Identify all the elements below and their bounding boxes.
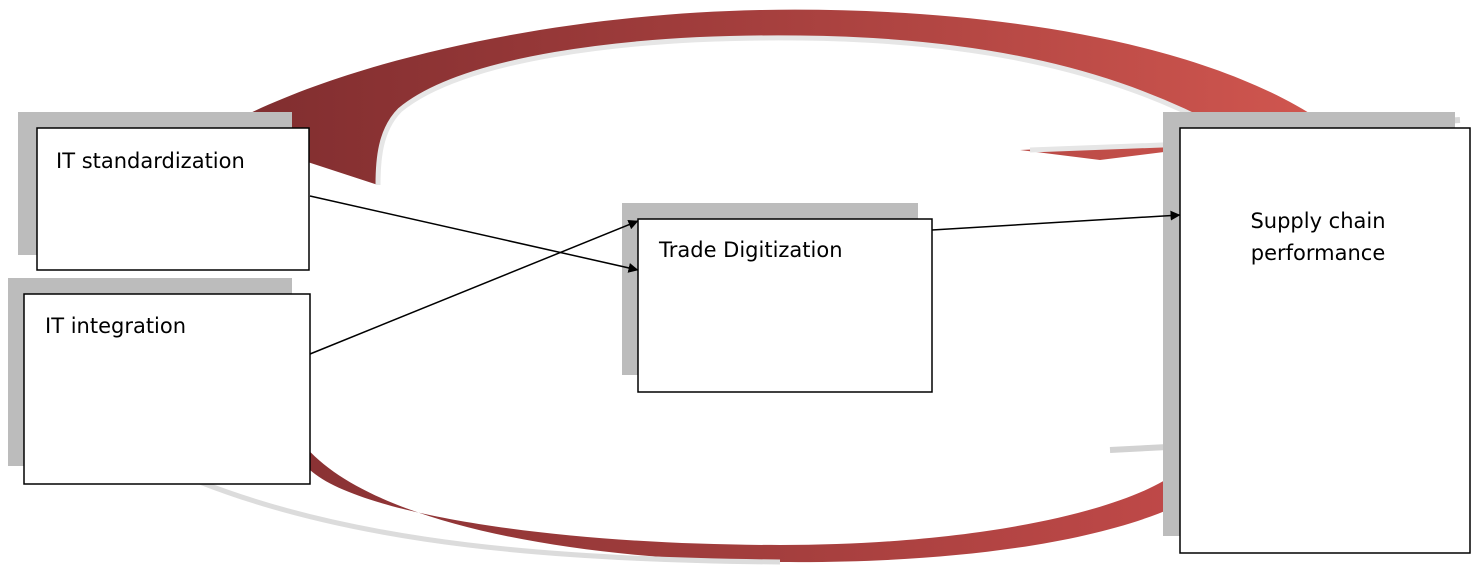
label-trade-digitization: Trade Digitization <box>659 238 843 262</box>
label-it-integration: IT integration <box>45 314 187 338</box>
box-it-integration <box>23 293 311 485</box>
box-supply-chain-performance <box>1179 127 1471 554</box>
box-trade-digitization <box>637 218 933 393</box>
label-it-standardization: IT standardization <box>56 149 245 173</box>
label-supply-chain-performance: Supply chain performance <box>1250 209 1386 265</box>
arrow-trade-digitization-to-supply-chain <box>931 210 1181 231</box>
box-it-standardization <box>36 127 310 271</box>
arrow-it-standardization-to-trade-digitization <box>309 195 639 273</box>
arrow-it-integration-to-trade-digitization <box>309 219 639 355</box>
